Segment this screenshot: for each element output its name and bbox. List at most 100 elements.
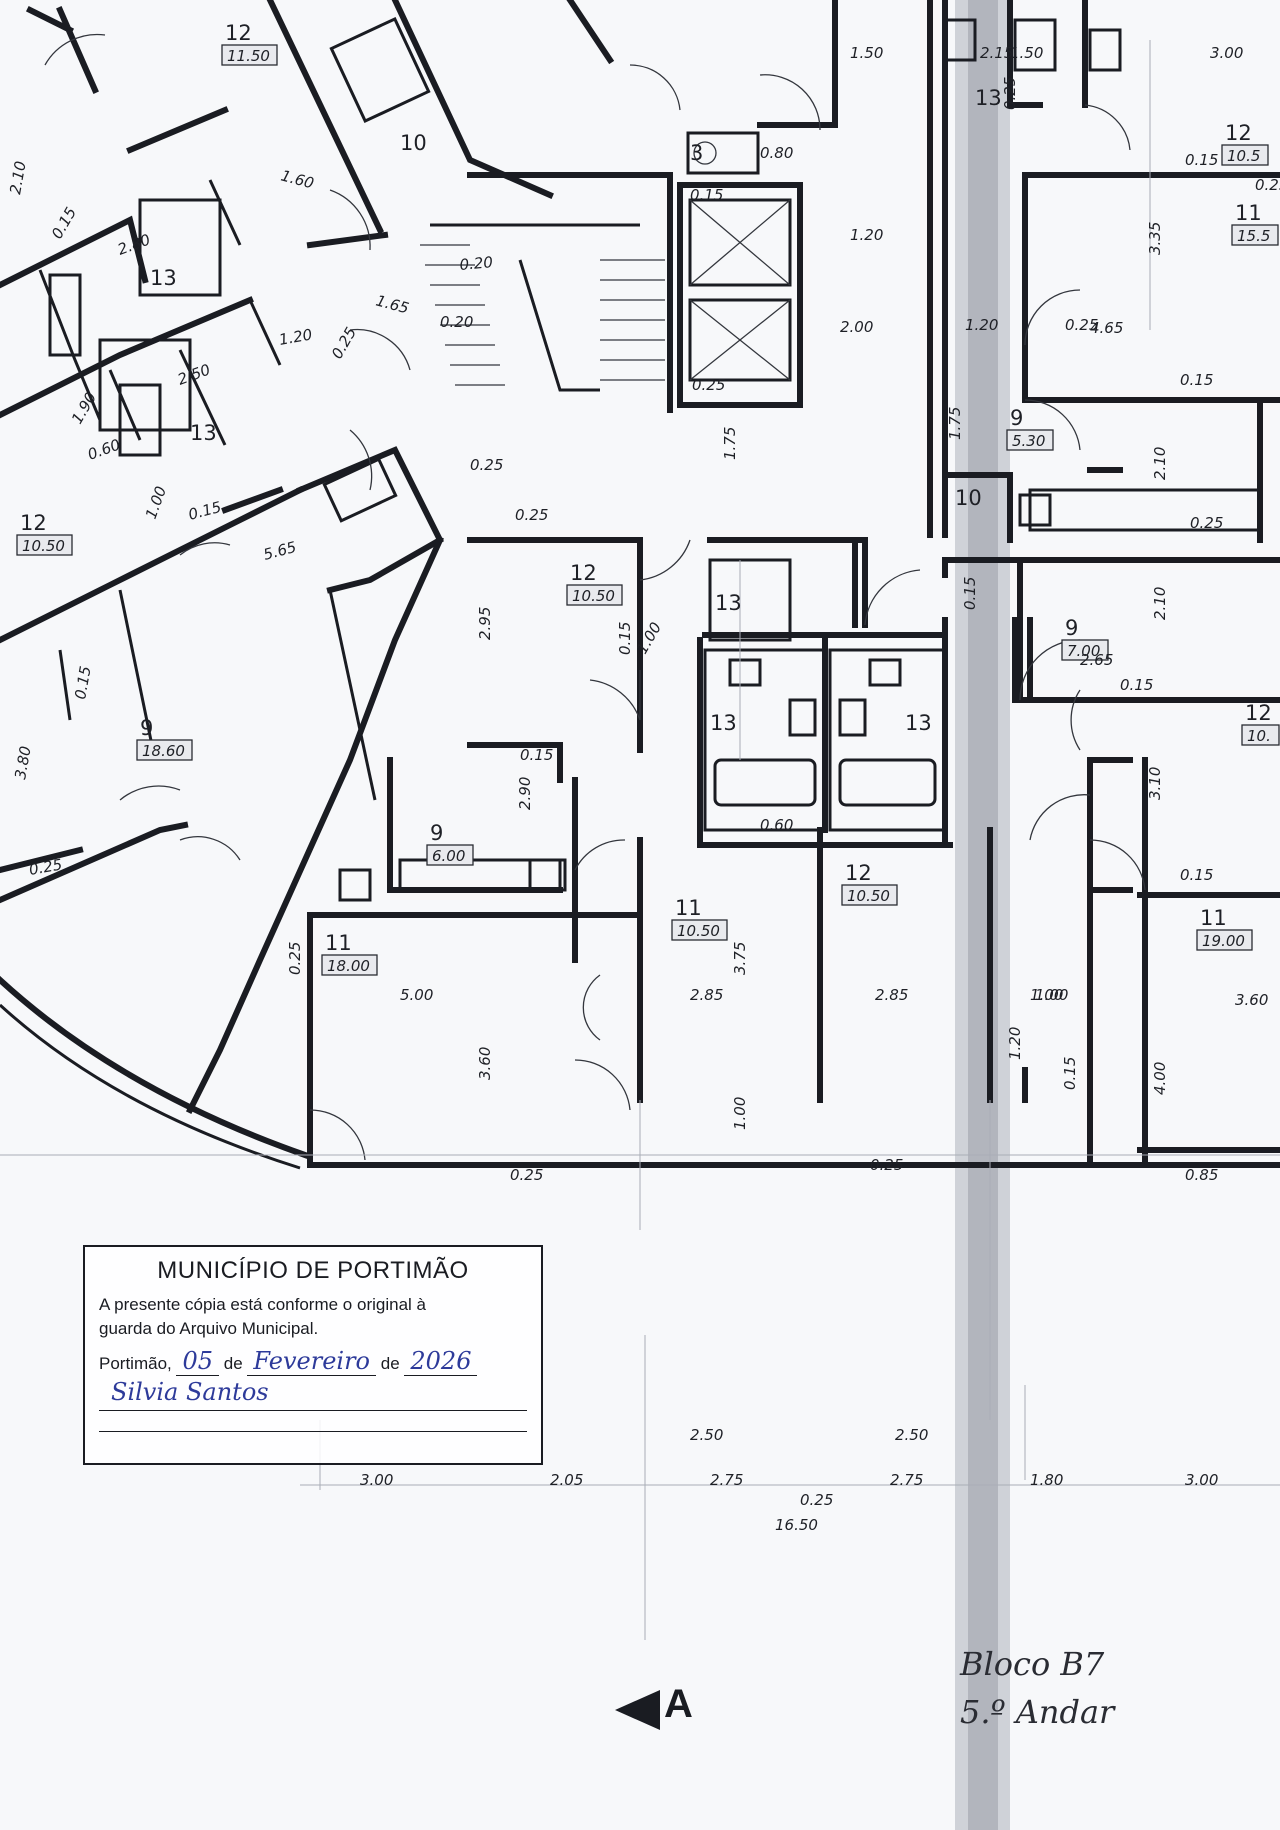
room-number: 12 xyxy=(20,511,47,535)
room-area: 10.50 xyxy=(572,587,615,605)
room-number: 12 xyxy=(1225,121,1252,145)
dimension-label: 0.25 xyxy=(510,1166,543,1184)
dimension-label: 3.10 xyxy=(1146,767,1164,800)
room-label: 12 10.50 xyxy=(16,511,73,556)
room-number: 11 xyxy=(1235,201,1262,225)
dimension-label: 2.50 xyxy=(895,1426,928,1444)
dimension-label: 1.00 xyxy=(731,1097,749,1130)
kitchen-counters xyxy=(338,488,1262,902)
room-label: 10 xyxy=(400,131,427,155)
room-label: 13 xyxy=(150,266,177,290)
dimension-label: 3.80 xyxy=(11,745,35,781)
dimension-label: 1.50 xyxy=(850,44,883,62)
room-number: 3 xyxy=(690,141,703,165)
room-area: 10.50 xyxy=(847,887,890,905)
section-arrow xyxy=(615,1690,660,1730)
room-number: 13 xyxy=(905,711,932,735)
stamp-de-2: de xyxy=(380,1354,400,1373)
room-area-box xyxy=(1006,429,1054,451)
room-area: 10.50 xyxy=(677,922,720,940)
dimension-label: 2.65 xyxy=(1080,651,1113,669)
room-area: 10.5 xyxy=(1227,147,1260,165)
dimension-label: 0.80 xyxy=(760,144,793,162)
room-area-box xyxy=(1196,929,1253,951)
dimension-label: 0.15 xyxy=(186,498,223,524)
dimension-label: 2.95 xyxy=(476,607,494,640)
dimension-label: 1.20 xyxy=(850,226,883,244)
dimension-label: 2.75 xyxy=(890,1471,923,1489)
room-number: 11 xyxy=(325,931,352,955)
dimension-label: 1.60 xyxy=(279,166,316,192)
dimension-label: 2.10 xyxy=(6,160,30,196)
dimension-label: 1.50 xyxy=(1010,44,1043,62)
dimension-label: 0.25 xyxy=(692,376,725,394)
room-number: 9 xyxy=(1065,616,1078,640)
dimension-label: 3.60 xyxy=(1235,991,1268,1009)
stamp-line-1: A presente cópia está conforme o origina… xyxy=(99,1295,426,1314)
dimension-label: 2.50 xyxy=(690,1426,723,1444)
room-number: 12 xyxy=(845,861,872,885)
dimension-label: 2.75 xyxy=(710,1471,743,1489)
scan-shadow-core xyxy=(968,0,998,1830)
dimension-lines xyxy=(0,40,1280,1640)
room-area-box xyxy=(1061,639,1109,661)
dimension-label: 2.15 xyxy=(980,44,1013,62)
dimension-label: 4.65 xyxy=(1090,319,1123,337)
dimension-label: 0.25 xyxy=(1065,316,1098,334)
dimension-label: 2.10 xyxy=(1151,447,1169,480)
room-number: 9 xyxy=(430,821,443,845)
stair-core xyxy=(420,172,673,413)
certification-stamp: MUNICÍPIO DE PORTIMÃO A presente cópia e… xyxy=(83,1245,543,1465)
room-area: 10.50 xyxy=(22,537,65,555)
room-number: 13 xyxy=(715,591,742,615)
stamp-title: MUNICÍPIO DE PORTIMÃO xyxy=(157,1257,469,1284)
dimension-label: 0.85 xyxy=(1185,1166,1218,1184)
room-number: 13 xyxy=(710,711,737,735)
room-number: 12 xyxy=(570,561,597,585)
room-number: 9 xyxy=(1010,406,1023,430)
room-area-box xyxy=(321,954,378,976)
handwritten-note: Bloco B7 5.º Andar xyxy=(960,1640,1114,1736)
room-number: 12 xyxy=(1245,701,1272,725)
room-label: 10 xyxy=(955,486,982,510)
dimension-label: 0.25 xyxy=(1001,77,1019,110)
dimension-label: 0.15 xyxy=(48,204,80,242)
stamp-day: 05 xyxy=(176,1347,220,1376)
dimension-label: 3.00 xyxy=(360,1471,393,1489)
room-label: 95.30 xyxy=(1006,406,1054,451)
dimension-label: 3.75 xyxy=(731,942,749,975)
room-number: 10 xyxy=(955,486,982,510)
room-number: 11 xyxy=(1200,906,1227,930)
curved-facade xyxy=(0,975,309,1159)
room-label: 12 10.50 xyxy=(566,561,623,606)
room-area-box xyxy=(1231,224,1279,246)
dimension-label: 1.20 xyxy=(965,316,998,334)
dimension-label: 0.25 xyxy=(515,506,548,524)
stamp-date-row: Portimão, 05 de Fevereiro de 2026 xyxy=(99,1347,527,1376)
room-label: 96.00 xyxy=(426,821,474,866)
note-line-2: 5.º Andar xyxy=(960,1693,1115,1731)
dimension-label: 0.15 xyxy=(1180,371,1213,389)
signature-line: Silvia Santos xyxy=(99,1378,527,1411)
room-number: 9 xyxy=(140,716,153,740)
room-area-box xyxy=(1221,144,1269,166)
room-area: 15.5 xyxy=(1237,227,1270,245)
room-label: 13 xyxy=(715,591,742,615)
room-area: 7.00 xyxy=(1067,642,1100,660)
dimension-label: 0.15 xyxy=(1061,1057,1079,1090)
dimension-label: 2.00 xyxy=(840,318,873,336)
dimension-label: 4.00 xyxy=(1151,1062,1169,1095)
room-label: 97.00 xyxy=(1061,616,1109,661)
room-label: 11 15.5 xyxy=(1231,201,1279,246)
dimension-label: 0.20 xyxy=(459,253,494,274)
dimension-label: 1.65 xyxy=(374,291,411,317)
signature: Silvia Santos xyxy=(111,1378,269,1406)
dimension-label: 1.75 xyxy=(946,407,964,440)
room-area-box xyxy=(136,739,193,761)
